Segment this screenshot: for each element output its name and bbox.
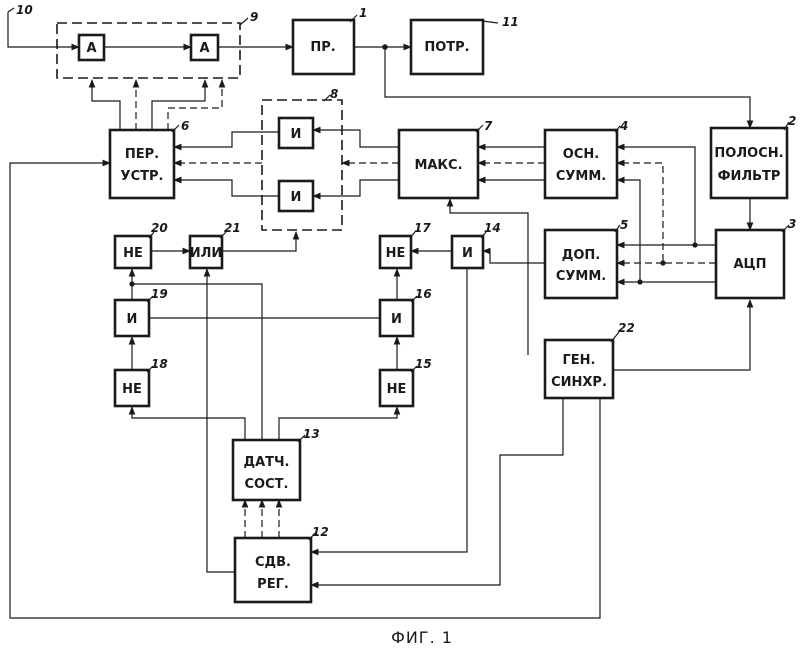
ref-number-21: 21 [224, 221, 241, 235]
block-and-gate-8b: И [279, 181, 313, 211]
block-label: ИЛИ [190, 246, 223, 261]
ref-number-16: 16 [415, 287, 432, 301]
ref-number-10: 10 [16, 3, 33, 17]
block-label-line-1: ПОЛОСН. [714, 146, 783, 161]
block-label: АЦП [733, 257, 766, 272]
junction-dot [382, 44, 388, 50]
block-bandpass-filter: ПОЛОСН. ФИЛЬТР [711, 128, 787, 198]
ref-number-14: 14 [484, 221, 501, 235]
block-not-gate-17: НЕ [380, 236, 411, 268]
ref-number-2: 2 [788, 114, 796, 128]
block-consumer: ПОТР. [411, 20, 483, 74]
block-label-line-2: СУММ. [556, 169, 606, 184]
block-label-line-1: ДАТЧ. [244, 455, 290, 470]
ref-number-18: 18 [151, 357, 168, 371]
block-label-line-1: ДОП. [562, 248, 600, 263]
block-label-line-2: УСТР. [121, 169, 164, 184]
block-and-gate-16: И [380, 300, 413, 336]
block-label: А [199, 41, 209, 56]
ref-number-3: 3 [788, 217, 796, 231]
block-label-line-2: СУММ. [556, 269, 606, 284]
block-label: НЕ [387, 382, 407, 397]
block-gate-a-2: А [191, 35, 218, 60]
block-label-line-1: ПЕР. [125, 147, 159, 162]
block-label: НЕ [122, 382, 142, 397]
block-sync-generator: ГЕН. СИНХР. [545, 340, 613, 398]
block-shift-register: СДВ. РЕГ. [235, 538, 311, 602]
block-label-line-1: ГЕН. [563, 353, 596, 368]
block-label: И [127, 312, 138, 327]
ref-number-1: 1 [359, 6, 367, 20]
block-not-gate-18: НЕ [115, 370, 149, 406]
block-adc: АЦП [716, 230, 784, 298]
ref-number-15: 15 [415, 357, 432, 371]
ref-number-17: 17 [414, 221, 431, 235]
block-state-sensor: ДАТЧ. СОСТ. [233, 440, 300, 500]
block-and-gate-8a: И [279, 118, 313, 148]
block-label: МАКС. [414, 158, 462, 173]
block-and-gate-19: И [115, 300, 149, 336]
ref-number-9: 9 [250, 10, 258, 24]
block-label: А [86, 41, 96, 56]
block-power-amplifier: ПР. [293, 20, 354, 74]
ref-number-6: 6 [181, 119, 189, 133]
block-and-gate-14: И [452, 236, 483, 268]
block-label-line-1: СДВ. [255, 555, 291, 570]
block-not-gate-15: НЕ [380, 370, 413, 406]
block-or-gate-21: ИЛИ [190, 236, 223, 268]
ref-number-19: 19 [151, 287, 168, 301]
ref-number-5: 5 [620, 218, 628, 232]
block-label-line-2: СОСТ. [245, 477, 289, 492]
block-label-line-2: ФИЛЬТР [718, 169, 781, 184]
block-label: И [291, 127, 302, 142]
ref-number-8: 8 [330, 87, 338, 101]
block-label: И [462, 246, 473, 261]
block-switching-device: ПЕР. УСТР. [110, 130, 174, 198]
figure-caption: ФИГ. 1 [391, 628, 453, 647]
ref-number-13: 13 [303, 427, 320, 441]
ref-number-4: 4 [619, 119, 628, 133]
block-label: И [391, 312, 402, 327]
block-not-gate-20: НЕ [115, 236, 151, 268]
ref-number-7: 7 [484, 119, 493, 133]
block-label-line-2: СИНХР. [551, 375, 607, 390]
reference-numbers: 10 9 8 1 11 6 7 4 2 5 3 20 21 17 14 19 1… [8, 3, 796, 540]
block-label: ПР. [310, 40, 335, 55]
block-label: ПОТР. [424, 40, 469, 55]
block-label: НЕ [386, 246, 406, 261]
block-maximum-selector: МАКС. [399, 130, 478, 198]
block-label-line-1: ОСН. [563, 147, 599, 162]
block-gate-a-1: А [79, 35, 104, 60]
ref-number-12: 12 [312, 525, 329, 539]
block-secondary-summator: ДОП. СУММ. [545, 230, 617, 298]
ref-number-11: 11 [502, 15, 519, 29]
block-label-line-2: РЕГ. [257, 577, 289, 592]
block-label: НЕ [123, 246, 143, 261]
block-label: И [291, 190, 302, 205]
ref-number-22: 22 [618, 321, 635, 335]
block-main-summator: ОСН. СУММ. [545, 130, 617, 198]
